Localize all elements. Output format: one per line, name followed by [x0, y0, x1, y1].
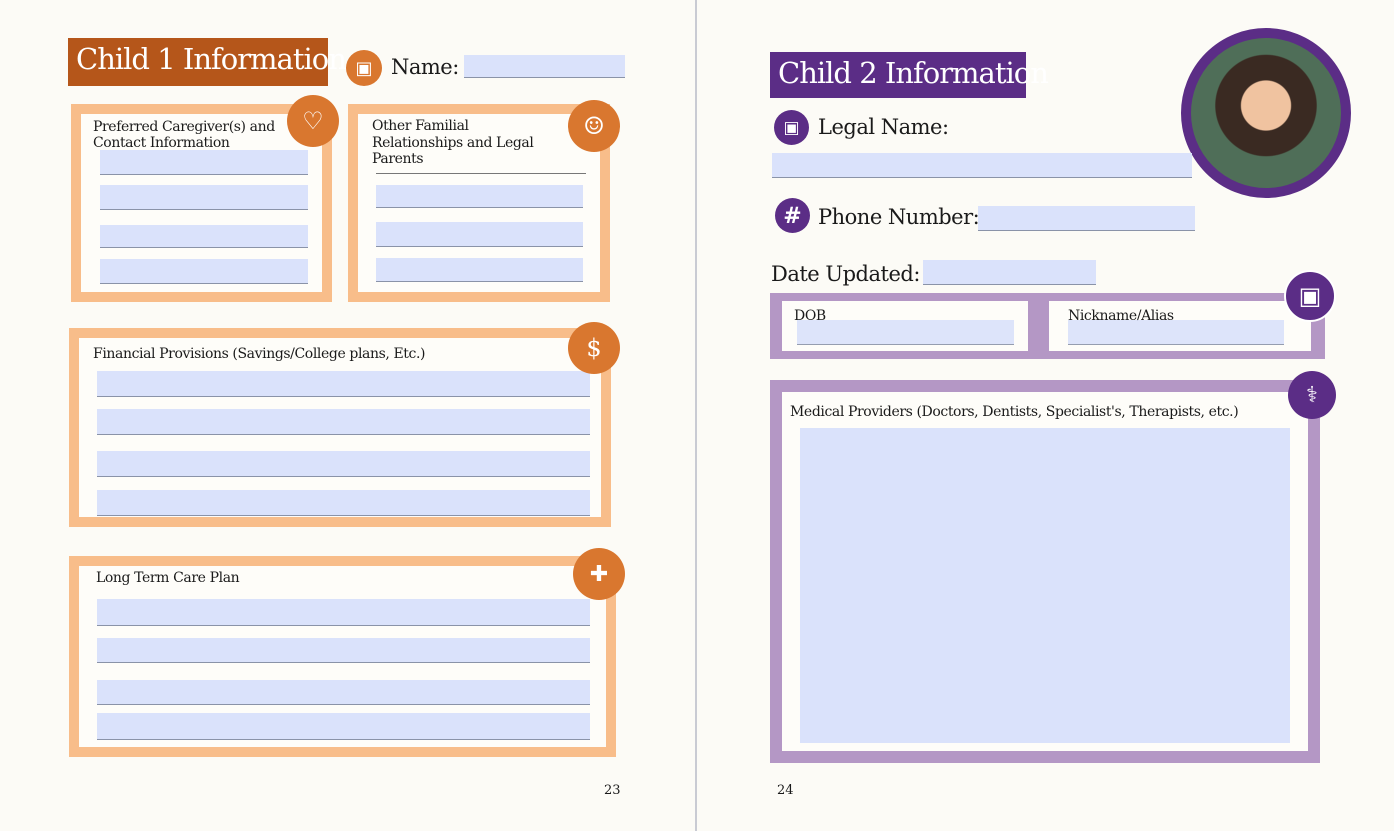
child1-title: Child 1 Information	[68, 38, 347, 86]
date-updated-label: Date Updated:	[771, 262, 920, 286]
familial-field-3[interactable]	[376, 258, 583, 282]
familial-field-1[interactable]	[376, 185, 583, 208]
caregiver-field-1[interactable]	[100, 150, 308, 175]
familial-field-2[interactable]	[376, 222, 583, 247]
care-plan-field-1[interactable]	[97, 599, 590, 626]
money-bag-icon: $	[568, 322, 620, 374]
financial-field-3[interactable]	[97, 451, 590, 477]
page-number-right: 24	[777, 783, 794, 798]
legal-name-field[interactable]	[772, 153, 1192, 178]
id-card-icon: ▣	[346, 50, 382, 86]
name-field[interactable]	[464, 55, 625, 78]
phone-field[interactable]	[978, 206, 1195, 231]
nickname-field[interactable]	[1068, 320, 1284, 345]
caregiver-label: Preferred Caregiver(s) and Contact Infor…	[93, 119, 275, 151]
child2-title: Child 2 Information	[770, 52, 1049, 98]
familial-rule	[376, 173, 586, 174]
care-person-icon: ✚	[573, 548, 625, 600]
medical-field[interactable]	[800, 428, 1290, 743]
phone-label: Phone Number:	[818, 205, 980, 229]
care-plan-field-4[interactable]	[97, 713, 590, 740]
dob-field[interactable]	[797, 320, 1014, 345]
caregiver-field-2[interactable]	[100, 185, 308, 210]
financial-field-2[interactable]	[97, 409, 590, 435]
caregiver-field-3[interactable]	[100, 225, 308, 248]
legal-name-label: Legal Name:	[818, 115, 949, 139]
page-divider	[695, 0, 697, 831]
familial-label: Other Familial Relationships and Legal P…	[372, 118, 534, 167]
financial-label: Financial Provisions (Savings/College pl…	[93, 346, 426, 362]
id-card-icon: ▣	[774, 110, 809, 145]
heart-hand-icon: ♡	[287, 95, 339, 147]
financial-field-4[interactable]	[97, 490, 590, 516]
stethoscope-icon: ⚕	[1288, 371, 1336, 419]
caregiver-field-4[interactable]	[100, 259, 308, 284]
financial-field-1[interactable]	[97, 371, 590, 397]
care-plan-label: Long Term Care Plan	[96, 570, 240, 586]
care-plan-field-2[interactable]	[97, 638, 590, 663]
page-number-left: 23	[604, 783, 621, 798]
name-label: Name:	[391, 55, 459, 79]
medical-label: Medical Providers (Doctors, Dentists, Sp…	[790, 404, 1239, 420]
id-card-icon: ▣	[1284, 270, 1336, 322]
date-updated-field[interactable]	[923, 260, 1096, 285]
care-plan-field-3[interactable]	[97, 680, 590, 705]
parent-child-icon: ☺	[568, 100, 620, 152]
child-photo	[1181, 28, 1351, 198]
hash-icon: #	[775, 198, 810, 233]
